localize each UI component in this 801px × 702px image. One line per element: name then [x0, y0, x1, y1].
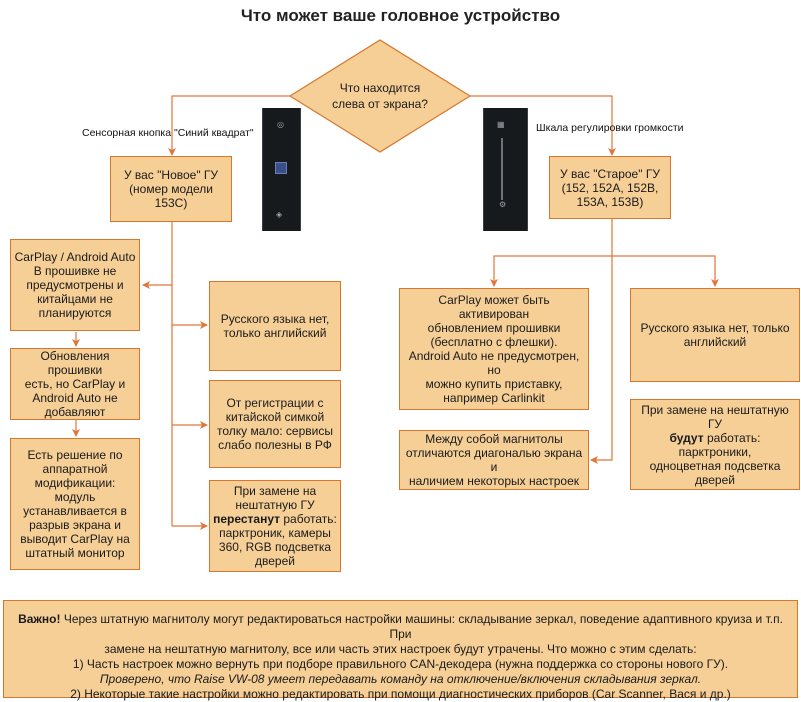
- replace-right-line3: одноцветная подсветка: [649, 458, 781, 473]
- note-line4: Проверено, что Raise VW-08 умеет передав…: [99, 672, 702, 686]
- arrow-to-new-gu: [168, 95, 290, 156]
- updates-line3: Android Auto не: [32, 391, 118, 405]
- replace-mid-line3-rest: работать:: [280, 512, 337, 526]
- diff-line1: Между собой магнитолы: [425, 432, 563, 446]
- replace-mid-line2: нештатную ГУ: [235, 498, 315, 512]
- replace-mid-line1: При замене на: [233, 484, 317, 498]
- hardware-line6: выводит CarPlay на: [20, 532, 130, 546]
- replace-mid-line5: 360, RGB подсветка: [218, 540, 332, 554]
- arrow-to-diff: [590, 219, 613, 464]
- new-gu-line2: (номер модели: [129, 182, 213, 196]
- replace-mid-box: При замене на нештатную ГУ перестанут ра…: [209, 480, 341, 572]
- carplay-right-line4: Android Auto не предусмотрен, но: [408, 349, 580, 377]
- hardware-line3: модификации: модуль: [34, 476, 116, 504]
- blue-square-button-icon: [275, 162, 287, 174]
- carplay-left-line4: китайцами не: [37, 292, 113, 306]
- hardware-line7: штатный монитор: [25, 546, 125, 560]
- page-title: Что может ваше головное устройство: [240, 6, 561, 25]
- updates-line2: есть, но CarPlay и: [24, 377, 126, 391]
- carplay-left-line1: CarPlay / Android Auto: [14, 250, 136, 264]
- question-line1: Что находится: [339, 81, 421, 95]
- carplay-left-box: CarPlay / Android Auto В прошивке не пре…: [10, 239, 140, 331]
- important-note: Важно! Через штатную магнитолу могут ред…: [3, 600, 798, 701]
- old-gu-box: У вас "Старое" ГУ (152, 152A, 152B, 153A…: [549, 156, 671, 219]
- settings-icon: ⚙: [499, 200, 507, 209]
- carplay-right-line3: (бесплатно с флешки).: [430, 335, 558, 349]
- new-gu-line3: 153C): [154, 196, 188, 210]
- sim-line1: От регистрации с: [226, 396, 324, 410]
- hardware-line1: Есть решение по: [27, 448, 123, 462]
- branch-left-label: Сенсорная кнопка "Синий квадрат": [82, 127, 254, 139]
- note-line1-rest: Через штатную магнитолу могут редактиров…: [60, 612, 783, 641]
- replace-mid-line3: перестанут работать:: [213, 512, 337, 526]
- diff-box: Между собой магнитолы отличаются диагона…: [399, 430, 589, 490]
- replace-mid-line6: дверей: [255, 554, 295, 568]
- hardware-line2: аппаратной: [42, 462, 108, 476]
- sim-box: От регистрации с китайской симкой толку …: [209, 380, 341, 468]
- russian-right-line2: английский: [683, 335, 747, 349]
- carplay-left-line2: В прошивке не: [33, 264, 117, 278]
- updates-line1: Обновления прошивки: [40, 349, 110, 377]
- russian-mid-box: Русского языка нет, только английский: [209, 281, 341, 371]
- updates-line4: добавляют: [44, 405, 106, 419]
- carplay-left-line5: планируются: [38, 306, 112, 320]
- replace-right-line2: будут работать: парктроники,: [634, 431, 796, 459]
- power-icon: ◎: [277, 120, 284, 129]
- updates-box: Обновления прошивки есть, но CarPlay и A…: [10, 348, 140, 420]
- carplay-right-line2: обновлением прошивки: [427, 321, 561, 335]
- carplay-left-line3: предусмотрены и: [26, 278, 124, 292]
- carplay-right-line6: например Carlinkit: [443, 391, 545, 405]
- note-line5: 2) Некоторые такие настройки можно редак…: [70, 687, 731, 701]
- replace-right-box: При замене на нештатную ГУ будут работат…: [630, 399, 800, 490]
- carplay-right-line1: CarPlay может быть активирован: [438, 293, 550, 321]
- carplay-right-box: CarPlay может быть активирован обновлени…: [399, 288, 589, 410]
- arrow-to-russian-right: [612, 255, 719, 287]
- sim-line2: китайской симкой: [225, 410, 325, 424]
- hardware-line5: разрыв экрана и: [29, 518, 121, 532]
- note-line4-wrap: Проверено, что Raise VW-08 умеет передав…: [10, 672, 791, 687]
- note-line2: замене на нештатную магнитолу, все или ч…: [104, 642, 697, 656]
- old-gu-photo: ▦ ⚙: [483, 108, 528, 231]
- arrow-to-carplay-right: [490, 255, 612, 287]
- old-gu-line2: (152, 152A, 152B,: [561, 180, 659, 195]
- decision-question: Что находится слева от экрана?: [310, 80, 450, 112]
- replace-right-bold: будут: [669, 430, 704, 445]
- volume-scale-icon: [501, 138, 503, 200]
- replace-right-line2-rest: работать: парктроники,: [678, 430, 761, 459]
- diff-line3: наличием некоторых настроек: [408, 474, 580, 488]
- note-line1: Важно! Через штатную магнитолу могут ред…: [10, 612, 791, 642]
- replace-right-line1: При замене на нештатную ГУ: [641, 402, 789, 431]
- old-gu-line3: 153A, 153B): [576, 194, 644, 209]
- replace-right-line4: дверей: [695, 472, 735, 487]
- russian-right-box: Русского языка нет, только английский: [630, 288, 800, 382]
- note-bold: Важно!: [18, 612, 61, 626]
- note-line3: 1) Часть настроек можно вернуть при подб…: [72, 657, 729, 671]
- russian-mid-line2: только английский: [223, 326, 327, 340]
- replace-mid-bold: перестанут: [213, 512, 281, 526]
- question-line2: слева от экрана?: [332, 97, 428, 111]
- menu-icon: ▦: [497, 120, 505, 129]
- new-gu-box: У вас "Новое" ГУ (номер модели 153C): [110, 156, 232, 222]
- control-icon: ◈: [276, 210, 283, 219]
- arrow-to-old-gu: [470, 95, 616, 156]
- replace-mid-line4: парктроник, камеры: [219, 526, 331, 540]
- russian-right-line1: Русского языка нет, только: [640, 321, 790, 335]
- russian-mid-line1: Русского языка нет,: [220, 312, 330, 326]
- sim-line4: слабо полезны в РФ: [218, 438, 332, 452]
- new-gu-line1: У вас "Новое" ГУ: [123, 168, 219, 182]
- branch-right-label: Шкала регулировки громкости: [536, 122, 684, 134]
- hardware-box: Есть решение по аппаратной модификации: …: [10, 438, 140, 570]
- decision-diamond: [288, 39, 472, 153]
- new-gu-photo: ◎ ◈: [262, 108, 301, 231]
- diff-line2: отличаются диагональю экрана и: [405, 446, 583, 474]
- hardware-line4: устанавливается в: [23, 504, 127, 518]
- old-gu-line1: У вас "Старое" ГУ: [560, 166, 660, 181]
- sim-line3: толку мало: сервисы: [217, 424, 333, 438]
- carplay-right-line5: можно купить приставку,: [425, 377, 563, 391]
